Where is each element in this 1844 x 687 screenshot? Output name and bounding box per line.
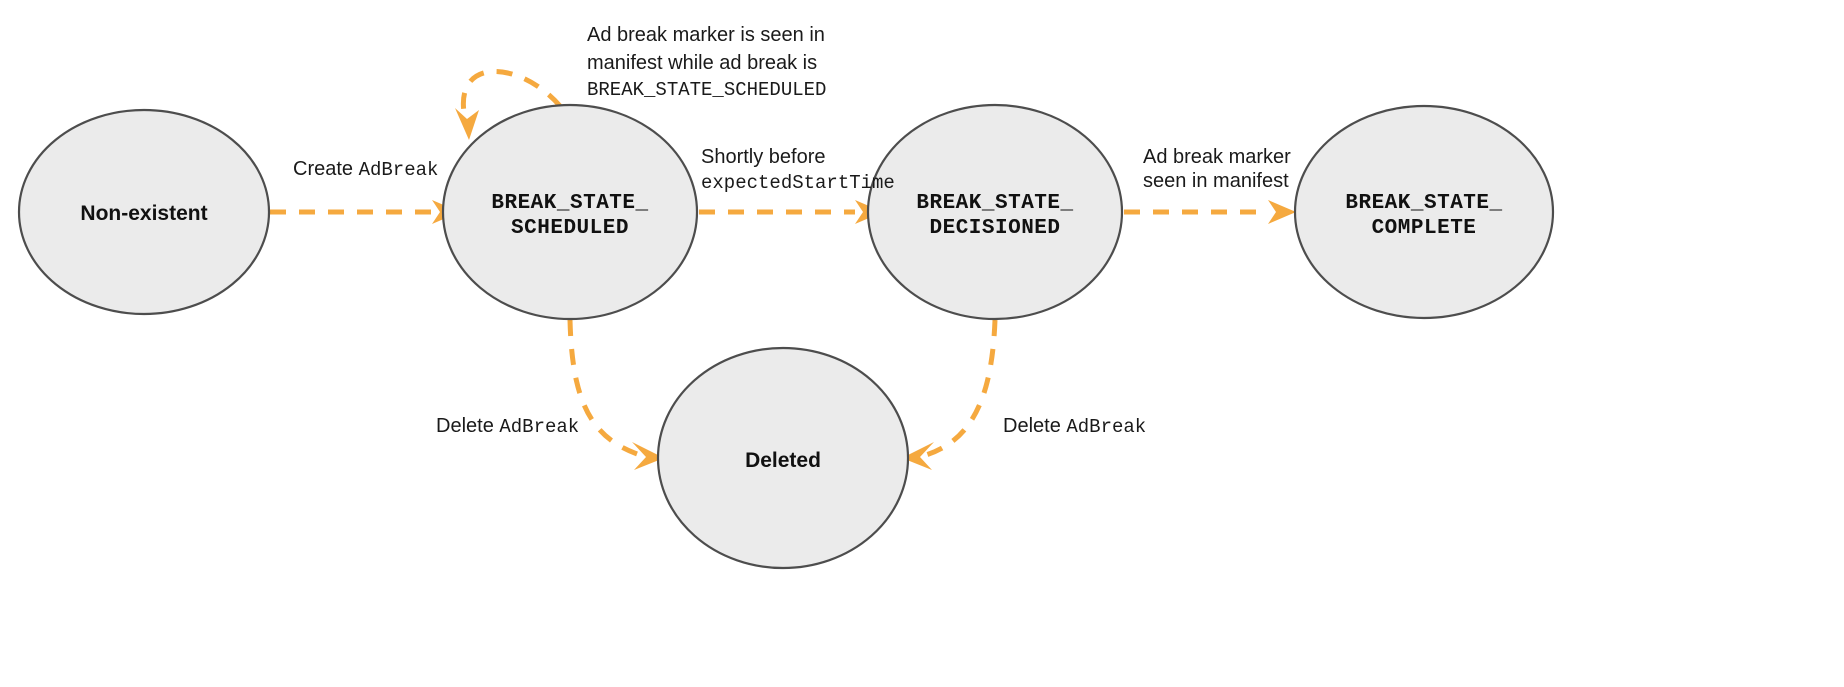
node-break-state-complete[interactable]: BREAK_STATE_ COMPLETE [1293,104,1555,320]
arrowhead-scheduled-self-loop [455,108,479,140]
node-label-deleted: Deleted [745,449,821,472]
edge-decisioned-to-complete [1124,200,1296,224]
edge-decisioned-to-deleted [902,319,998,470]
edge-label-decisioned-to-complete: Ad break marker seen in manifest [1143,146,1291,192]
node-label-scheduled-line2: SCHEDULED [511,217,629,240]
edge-label-selfloop-line2: manifest while ad break is [587,52,817,74]
edge-scheduled-to-deleted [567,319,664,470]
edge-label-scheduled-to-deleted: Delete AdBreak [436,415,579,438]
node-shape-break-state-scheduled [441,103,699,321]
edge-label-delete-right-sans: Delete [1003,415,1066,437]
edge-label-scheduled-self-loop: Ad break marker is seen in manifest whil… [587,24,826,101]
edge-label-delete-left-sans: Delete [436,415,499,437]
edge-scheduled-self-loop [455,69,562,140]
arrowhead-decisioned-to-complete [1268,200,1296,224]
edge-label-scheduled-to-decisioned: Shortly before expectedStartTime [701,146,895,194]
edge-scheduled-to-decisioned [699,200,883,224]
edge-label-create-adbreak: Create AdBreak [293,158,438,181]
node-label-complete-line1: BREAK_STATE_ [1345,192,1502,215]
svg-text:Delete AdBreak: Delete AdBreak [1003,415,1146,438]
edge-label-shortly-line2: expectedStartTime [701,172,895,194]
edge-create-adbreak [270,200,460,224]
node-break-state-decisioned[interactable]: BREAK_STATE_ DECISIONED [866,103,1124,321]
node-label-complete-line2: COMPLETE [1372,217,1477,240]
node-shape-deleted [656,346,910,570]
edge-label-selfloop-line3: BREAK_STATE_SCHEDULED [587,79,826,101]
edge-label-delete-right-mono: AdBreak [1066,416,1146,438]
node-label-decisioned-line2: DECISIONED [929,217,1060,240]
node-deleted[interactable]: Deleted [656,346,910,570]
node-label-scheduled-line1: BREAK_STATE_ [491,192,648,215]
edge-path-scheduled-self-loop [460,69,562,119]
arrowhead-scheduled-to-deleted [632,442,664,470]
edge-path-scheduled-to-deleted [567,319,641,458]
node-non-existent[interactable]: Non-existent [17,108,271,316]
svg-text:Delete AdBreak: Delete AdBreak [436,415,579,438]
node-break-state-scheduled[interactable]: BREAK_STATE_ SCHEDULED [441,103,699,321]
node-label-decisioned-line1: BREAK_STATE_ [916,192,1073,215]
node-shape-non-existent [17,108,271,316]
edge-label-create-mono: AdBreak [359,159,439,181]
node-label-non-existent: Non-existent [80,202,207,225]
svg-text:Create AdBreak: Create AdBreak [293,158,438,181]
edge-label-create-sans: Create [293,158,359,180]
edge-label-admarker-line1: Ad break marker [1143,146,1291,168]
edge-label-decisioned-to-deleted: Delete AdBreak [1003,415,1146,438]
edge-path-decisioned-to-deleted [925,319,998,458]
edge-label-admarker-line2: seen in manifest [1143,170,1289,192]
node-shape-break-state-complete [1293,104,1555,320]
arrowhead-decisioned-to-deleted [902,442,934,470]
edge-label-delete-left-mono: AdBreak [499,416,579,438]
edge-label-shortly-line1: Shortly before [701,146,826,168]
edge-label-selfloop-line1: Ad break marker is seen in [587,24,825,46]
node-shape-break-state-decisioned [866,103,1124,321]
